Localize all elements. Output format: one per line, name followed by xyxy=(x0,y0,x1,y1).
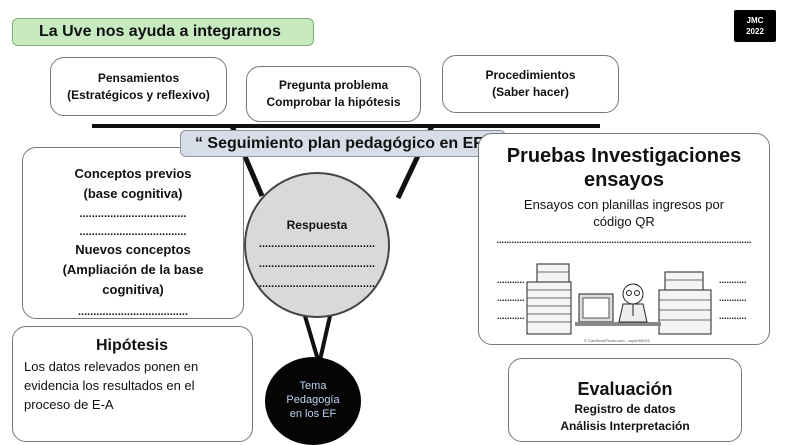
hipotesis-line-2: evidencia los resultados en el xyxy=(24,378,195,393)
nuevos-conceptos-title: Nuevos conceptos xyxy=(75,242,191,257)
conceptos-previos-sub: (base cognitiva) xyxy=(83,186,183,201)
pregunta-box: Pregunta problema Comprobar la hipótesis xyxy=(246,66,421,122)
v-stem-left xyxy=(303,315,320,361)
pruebas-dots-right-3: ........... xyxy=(719,311,747,321)
pensamientos-box: Pensamientos (Estratégicos y reflexivo) xyxy=(50,57,227,116)
conceptos-previos-title: Conceptos previos xyxy=(74,166,192,181)
pruebas-title-2: ensayos xyxy=(583,169,665,191)
conceptos-box: Conceptos previos (base cognitiva) .....… xyxy=(22,147,244,319)
pensamientos-title: Pensamientos xyxy=(97,70,180,85)
conceptos-dots-2: ................................... xyxy=(79,226,187,238)
author-badge-year: 2022 xyxy=(746,27,764,36)
nuevos-conceptos-sub1: (Ampliación de la base xyxy=(62,262,204,277)
pregunta-sub: Comprobar la hipótesis xyxy=(266,95,401,109)
pruebas-title-1: Pruebas Investigaciones xyxy=(506,145,742,167)
pruebas-sub-2: código QR xyxy=(593,214,655,229)
pregunta-title: Pregunta problema xyxy=(278,78,389,92)
hipotesis-title: Hipótesis xyxy=(95,337,168,354)
evaluacion-box: Evaluación Registro de datos Análisis In… xyxy=(508,358,742,442)
respuesta-label: Respuesta xyxy=(286,218,348,232)
v-stem-right xyxy=(318,315,332,361)
tema-line-3: en los EF xyxy=(289,408,337,420)
tema-line-1: Tema xyxy=(299,380,327,392)
banner-seguimiento: “ Seguimiento plan pedagógico en EF” xyxy=(180,130,506,157)
tema-line-2: Pedagogía xyxy=(286,394,340,406)
pruebas-dots-left-2: ........... xyxy=(497,293,525,303)
hipotesis-line-1: Los datos relevados ponen en xyxy=(24,359,199,374)
respuesta-circle: Respuesta ..............................… xyxy=(244,172,390,318)
pruebas-sub-1: Ensayos con planillas ingresos por xyxy=(523,197,725,212)
procedimientos-sub: (Saber hacer) xyxy=(492,85,569,99)
office-worker-illustration xyxy=(526,263,712,335)
evaluacion-line-2: Análisis Interpretación xyxy=(560,419,690,433)
author-badge: JMC 2022 xyxy=(734,10,776,42)
conceptos-dots-3: .................................... xyxy=(77,306,189,318)
procedimientos-title: Procedimientos xyxy=(485,68,576,82)
illustration-credit: © CanStockPhoto.com - csp4059023 xyxy=(584,338,650,343)
pruebas-box: Pruebas Investigaciones ensayos Ensayos … xyxy=(478,133,770,345)
page-title: La Uve nos ayuda a integrarnos xyxy=(12,18,314,46)
pruebas-dots-left-1: ........... xyxy=(497,275,525,285)
nuevos-conceptos-sub2: cognitiva) xyxy=(102,282,164,297)
tema-circle: Tema Pedagogía en los EF xyxy=(265,357,361,445)
pruebas-dots-left-3: ........... xyxy=(497,311,525,321)
pensamientos-sub: (Estratégicos y reflexivo) xyxy=(67,87,210,102)
evaluacion-line-1: Registro de datos xyxy=(574,402,676,416)
pruebas-dots-right-1: ........... xyxy=(719,275,747,285)
procedimientos-box: Procedimientos (Saber hacer) xyxy=(442,55,619,113)
author-badge-name: JMC xyxy=(746,16,764,25)
conceptos-dots-1: ................................... xyxy=(79,208,187,220)
respuesta-dots-3: ...................................... xyxy=(258,278,376,290)
evaluacion-title: Evaluación xyxy=(577,379,673,399)
hipotesis-box: Hipótesis Los datos relevados ponen en e… xyxy=(12,326,253,442)
respuesta-dots-1: ...................................... xyxy=(258,238,376,250)
pruebas-dots-right-2: ........... xyxy=(719,293,747,303)
pruebas-dots-full: ........................................… xyxy=(496,235,752,245)
respuesta-dots-2: ...................................... xyxy=(258,258,376,270)
hipotesis-line-3: proceso de E-A xyxy=(24,397,114,412)
